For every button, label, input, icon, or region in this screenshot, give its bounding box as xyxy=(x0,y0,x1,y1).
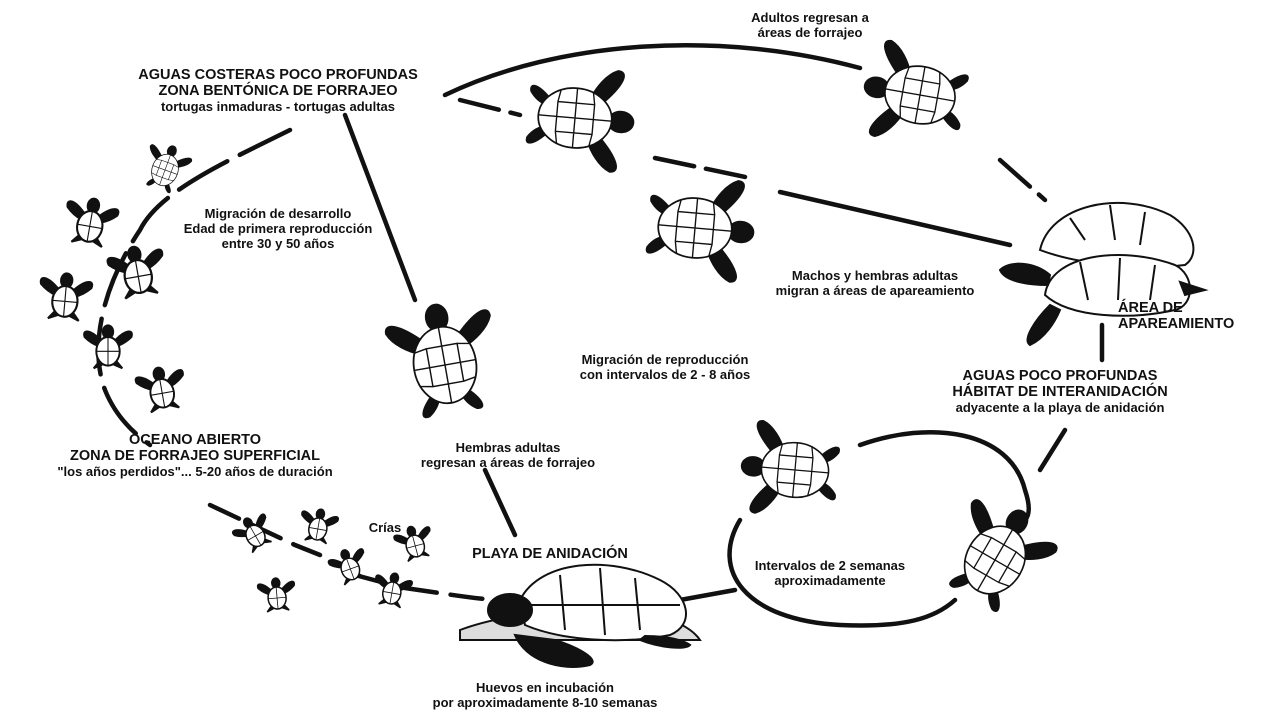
coastal-zone-line2: ZONA BENTÓNICA DE FORRAJEO xyxy=(108,83,448,99)
interval-line1: Intervalos de 2 semanas xyxy=(730,558,930,573)
path-to-mating-lower xyxy=(780,192,1010,245)
turtle-immature-icon xyxy=(137,139,194,197)
interval-line2: aproximadamente xyxy=(730,573,930,588)
adults-return-label: Adultos regresan a áreas de forrajeo xyxy=(730,10,890,40)
juvenile-turtle-5-icon xyxy=(134,364,189,415)
hatchling-4-icon xyxy=(326,544,372,588)
females-return-label: Hembras adultas regresan a áreas de forr… xyxy=(408,440,608,470)
internesting-line3: adyacente a la playa de anidación xyxy=(915,400,1205,416)
adults-return-line2: áreas de forrajeo xyxy=(730,25,890,40)
coastal-zone-line3: tortugas inmaduras - tortugas adultas xyxy=(108,99,448,115)
turtle-migrating-adult-2-icon xyxy=(644,174,757,284)
nesting-turtle-icon xyxy=(460,565,700,667)
path-females-to-beach xyxy=(485,470,515,535)
nesting-beach-text: PLAYA DE ANIDACIÓN xyxy=(450,546,650,562)
hatchlings-label: Crías xyxy=(355,520,415,535)
development-line2: Edad de primera reproducción xyxy=(168,221,388,236)
coastal-zone-label: AGUAS COSTERAS POCO PROFUNDAS ZONA BENTÓ… xyxy=(108,67,448,115)
hatchlings-text: Crías xyxy=(355,520,415,535)
open-ocean-line2: ZONA DE FORRAJEO SUPERFICIAL xyxy=(0,448,390,464)
juvenile-turtle-3-icon xyxy=(38,271,93,322)
internesting-habitat-label: AGUAS POCO PROFUNDAS HÁBITAT DE INTERANI… xyxy=(915,368,1205,416)
eggs-incubation-label: Huevos en incubación por aproximadamente… xyxy=(420,680,670,710)
internesting-line2: HÁBITAT DE INTERANIDACIÓN xyxy=(915,384,1205,400)
nesting-beach-label: PLAYA DE ANIDACIÓN xyxy=(450,546,650,562)
path-beach-to-internesting xyxy=(680,590,735,600)
reproduction-line1: Migración de reproducción xyxy=(545,352,785,367)
males-females-label: Machos y hembras adultas migran a áreas … xyxy=(750,268,1000,298)
open-ocean-line1: OCEANO ABIERTO xyxy=(0,432,390,448)
turtle-female-returning-icon xyxy=(382,296,505,422)
females-return-line2: regresan a áreas de forrajeo xyxy=(408,455,608,470)
hatchling-6-icon xyxy=(257,576,297,612)
development-line1: Migración de desarrollo xyxy=(168,206,388,221)
mating-area-line1: ÁREA DE xyxy=(1090,300,1250,316)
development-line3: entre 30 y 50 años xyxy=(168,236,388,251)
females-return-line1: Hembras adultas xyxy=(408,440,608,455)
mating-area-line2: APAREAMIENTO xyxy=(1090,316,1250,332)
reproduction-line2: con intervalos de 2 - 8 años xyxy=(545,367,785,382)
reproduction-migration-label: Migración de reproducción con intervalos… xyxy=(545,352,785,382)
males-females-line1: Machos y hembras adultas xyxy=(750,268,1000,283)
internesting-line1: AGUAS POCO PROFUNDAS xyxy=(915,368,1205,384)
juvenile-turtles xyxy=(38,194,437,612)
juvenile-turtle-4-icon xyxy=(84,325,132,368)
adults-return-line1: Adultos regresan a xyxy=(730,10,890,25)
development-migration-label: Migración de desarrollo Edad de primera … xyxy=(168,206,388,251)
path-development-migration xyxy=(98,130,290,445)
turtle-internesting-1-icon xyxy=(738,419,842,519)
path-adults-return-arc xyxy=(445,45,860,95)
mating-area-label: ÁREA DE APAREAMIENTO xyxy=(1090,300,1250,332)
juvenile-turtle-1-icon xyxy=(61,194,120,248)
turtle-returning-adult-icon xyxy=(856,38,972,151)
coastal-zone-line1: AGUAS COSTERAS POCO PROFUNDAS xyxy=(108,67,448,83)
eggs-line1: Huevos en incubación xyxy=(420,680,670,695)
turtle-migrating-adult-1-icon xyxy=(524,64,637,174)
eggs-line2: por aproximadamente 8-10 semanas xyxy=(420,695,670,710)
open-ocean-label: OCEANO ABIERTO ZONA DE FORRAJEO SUPERFIC… xyxy=(0,432,390,480)
interval-label: Intervalos de 2 semanas aproximadamente xyxy=(730,558,930,588)
hatchling-2-icon xyxy=(297,506,339,545)
open-ocean-line3: "los años perdidos"... 5-20 años de dura… xyxy=(0,464,390,480)
males-females-line2: migran a áreas de apareamiento xyxy=(750,283,1000,298)
